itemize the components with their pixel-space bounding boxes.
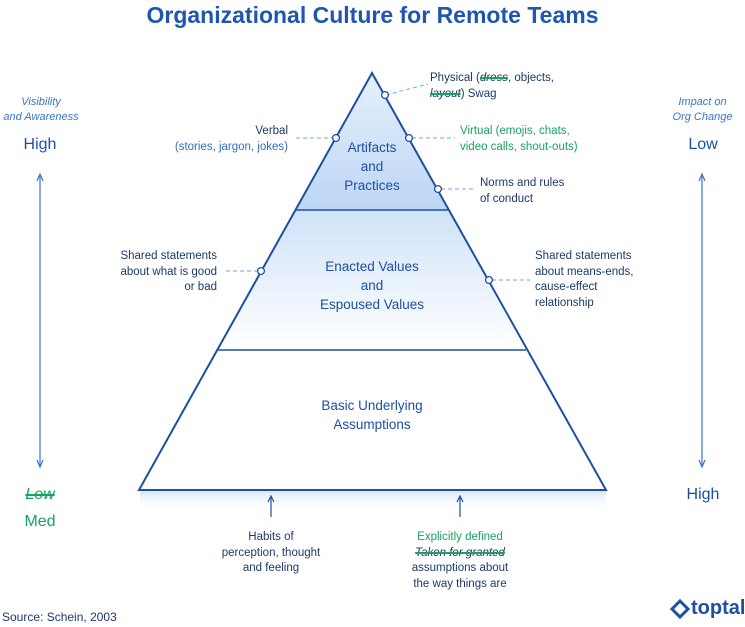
toptal-logo-mark xyxy=(669,598,691,620)
tier-artifacts-label: Artifacts and Practices xyxy=(312,138,432,195)
tier-values-line2: and xyxy=(360,278,384,293)
tier-artifacts-line2: and xyxy=(360,159,384,174)
shared-good-line3: or bad xyxy=(184,281,217,293)
callout-habits: Habits of perception, thought and feelin… xyxy=(196,530,346,577)
physical-post: ) Swag xyxy=(460,87,497,100)
tier-assumptions-label: Basic Underlying Assumptions xyxy=(272,396,472,434)
tier-middle-fill xyxy=(218,210,526,350)
left-axis-top-value: High xyxy=(23,136,57,153)
virtual-line2: video calls, shout-outs) xyxy=(460,140,578,153)
tier-assumptions-line2: Assumptions xyxy=(333,417,411,432)
left-axis-arrow xyxy=(36,172,44,469)
callout-shared-means: Shared statements about means-ends, caus… xyxy=(535,249,665,311)
callout-dots xyxy=(256,90,494,285)
callout-explicit: Explicitly defined Taken for granted ass… xyxy=(380,530,540,592)
bottom-arrows xyxy=(267,494,464,517)
shared-good-line2: about what is good xyxy=(120,265,217,278)
shared-means-line4: relationship xyxy=(535,296,594,309)
tier-values-line3: Espoused Values xyxy=(319,297,425,312)
callout-connectors xyxy=(226,83,530,281)
right-axis-arrow xyxy=(698,172,706,469)
habits-line2: perception, thought xyxy=(221,546,321,559)
right-axis-bottom-value: High xyxy=(686,486,720,503)
right-axis-top-value: Low xyxy=(688,136,718,153)
shared-means-line3: cause-effect xyxy=(535,281,598,293)
explicit-line4: the way things are xyxy=(413,577,507,590)
habits-line3: and feeling xyxy=(242,562,300,574)
shared-means-line2: about means-ends, xyxy=(535,265,634,278)
callout-norms: Norms and rules of conduct xyxy=(480,176,620,207)
left-axis-caption: Visibility and Awareness xyxy=(0,95,82,125)
tier-artifacts-line1: Artifacts xyxy=(347,140,397,155)
left-axis-bottom-value: Med xyxy=(24,513,56,530)
right-axis-caption: Impact on Org Change xyxy=(660,95,745,125)
callout-verbal: Verbal (stories, jargon, jokes) xyxy=(140,124,288,155)
callout-shared-good: Shared statements about what is good or … xyxy=(90,249,217,296)
source-label: Source: xyxy=(2,610,44,624)
left-axis-bottom-struck: Low xyxy=(0,486,80,504)
physical-mid: , objects, xyxy=(507,72,555,84)
tier-assumptions-line1: Basic Underlying xyxy=(321,398,423,413)
physical-struck-dress: dress xyxy=(479,72,508,84)
right-axis-caption-line1: Impact on xyxy=(678,96,727,108)
norms-line1: Norms and rules xyxy=(480,177,565,189)
source-citation: Source: Schein, 2003 xyxy=(2,610,117,624)
verbal-line1: Verbal xyxy=(255,125,288,137)
tier-values-line1: Enacted Values xyxy=(325,259,419,274)
explicit-line3: assumptions about xyxy=(411,562,509,574)
habits-line1: Habits of xyxy=(248,531,294,543)
explicit-line1: Explicitly defined xyxy=(417,531,503,543)
virtual-line1: Virtual (emojis, chats, xyxy=(460,125,570,137)
explicit-struck: Taken for granted xyxy=(415,546,505,559)
tier-top-fill xyxy=(296,73,448,210)
toptal-logo-text: toptal xyxy=(691,597,745,619)
shared-good-line1: Shared statements xyxy=(120,250,217,262)
shared-means-line1: Shared statements xyxy=(535,250,632,262)
physical-pre: Physical ( xyxy=(430,72,480,84)
left-axis-caption-line1: Visibility xyxy=(21,96,61,108)
physical-struck-layout: layout xyxy=(430,87,461,100)
tier-values-label: Enacted Values and Espoused Values xyxy=(282,257,462,314)
right-axis-caption-line2: Org Change xyxy=(672,111,733,123)
callout-physical: Physical (dress, objects, layout) Swag xyxy=(430,71,590,102)
base-shadow xyxy=(140,490,606,512)
source-value: Schein, 2003 xyxy=(46,610,117,624)
norms-line2: of conduct xyxy=(480,192,534,205)
verbal-line2: (stories, jargon, jokes) xyxy=(174,140,288,153)
left-axis-struck-text: Low xyxy=(25,486,55,503)
callout-virtual: Virtual (emojis, chats, video calls, sho… xyxy=(460,124,620,155)
page-title: Organizational Culture for Remote Teams xyxy=(146,2,599,28)
tier-artifacts-line3: Practices xyxy=(344,178,400,193)
left-axis-caption-line2: and Awareness xyxy=(3,111,79,123)
